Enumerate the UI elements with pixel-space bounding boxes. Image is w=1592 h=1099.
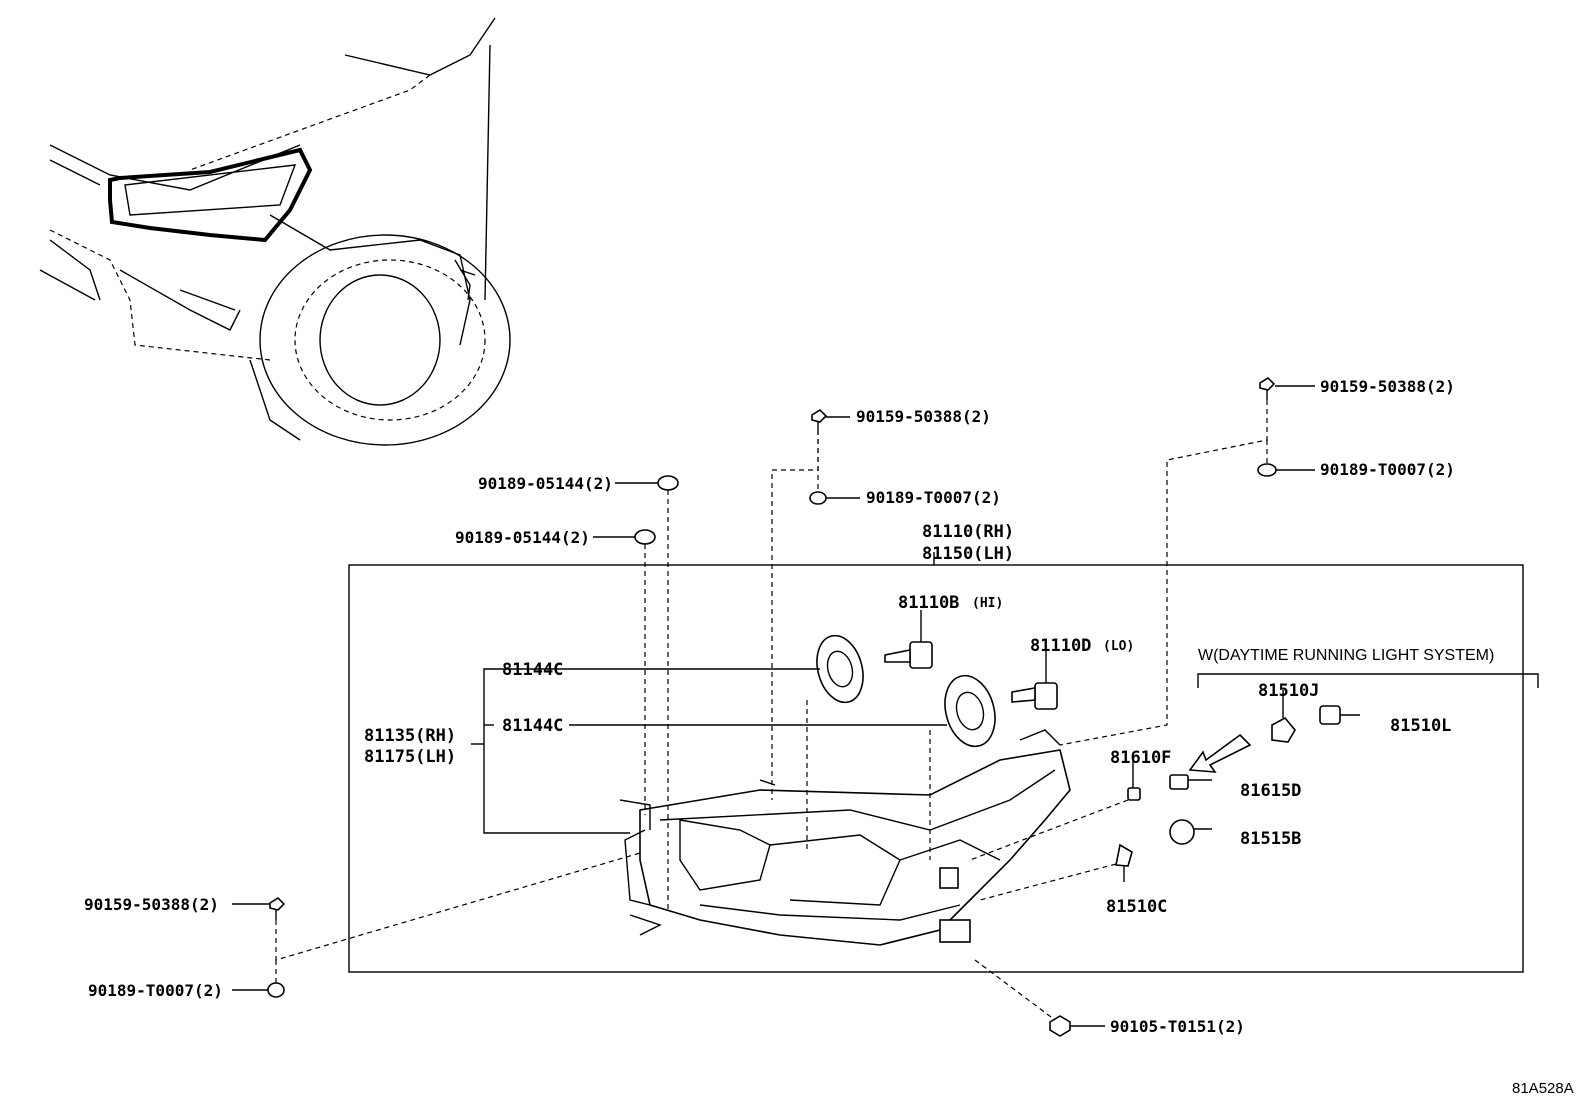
label-81615D: 81615D (1240, 781, 1301, 801)
assembly-dashed-lines (275, 400, 1268, 1021)
label-bolt-bottom: 90105-T0151(2) (1110, 1017, 1245, 1036)
cover-81144C-lower-drawing (944, 674, 996, 748)
label-clip-right-top: 90189-T0007(2) (1320, 460, 1455, 479)
screw-left-bottom-drawing (232, 896, 286, 920)
vehicle-front-illustration (39, 17, 511, 446)
socket-81615D-drawing (1169, 774, 1212, 790)
label-clip-mid-top: 90189-T0007(2) (866, 488, 1001, 507)
label-81110B-number: 81110B (898, 593, 959, 613)
label-81510L: 81510L (1390, 716, 1451, 736)
bulb-81610F-drawing (1127, 760, 1141, 801)
bulb-81110D-lo-drawing (1011, 645, 1058, 710)
label-81110B-suffix: (HI) (972, 596, 1003, 611)
label-drl-note: W(DAYTIME RUNNING LIGHT SYSTEM) (1198, 647, 1494, 664)
clip-left-bottom-drawing (232, 982, 285, 998)
label-81515B: 81515B (1240, 829, 1301, 849)
label-nut-left-upper: 90189-05144(2) (478, 474, 613, 493)
label-81110D-number: 81110D (1030, 636, 1091, 656)
label-81510C: 81510C (1106, 897, 1167, 917)
screw-right-top-drawing (1259, 376, 1315, 400)
socket-81510L-drawing (1319, 705, 1360, 725)
socket-81515B-drawing (1169, 819, 1212, 845)
label-81110D-suffix: (LO) (1103, 639, 1134, 654)
bulb-81110B-hi-drawing (884, 610, 933, 669)
bulb-81510C-drawing (1115, 843, 1133, 882)
nut-left-lower-drawing (593, 529, 656, 545)
bolt-bottom-drawing (1049, 1015, 1105, 1037)
label-81610F: 81610F (1110, 748, 1171, 768)
screw-mid-top-drawing (811, 408, 850, 430)
label-assy-lh: 81150(LH) (922, 544, 1014, 564)
clip-right-top-drawing (1257, 463, 1315, 477)
clip-mid-top-drawing (809, 491, 860, 505)
cover-81144C-upper-drawing (816, 634, 864, 704)
bulb-81510J-drawing (1271, 690, 1296, 743)
label-81144C-lower: 81144C (502, 716, 563, 736)
label-housing-lh: 81175(LH) (364, 747, 456, 767)
arrow-drl-direction (1188, 733, 1252, 773)
label-clip-left-bottom: 90189-T0007(2) (88, 981, 223, 1000)
label-81510J: 81510J (1258, 681, 1319, 701)
label-81144C-upper: 81144C (502, 660, 563, 680)
diagram-code: 81A528A (1512, 1080, 1574, 1097)
label-nut-left-lower: 90189-05144(2) (455, 528, 590, 547)
headlamp-housing-drawing (619, 729, 1071, 946)
label-housing-rh: 81135(RH) (364, 726, 456, 746)
label-screw-right-top: 90159-50388(2) (1320, 377, 1455, 396)
leader-lines (471, 668, 1539, 834)
label-screw-mid-top: 90159-50388(2) (856, 407, 991, 426)
label-screw-left-bottom: 90159-50388(2) (84, 895, 219, 914)
label-assy-rh: 81110(RH) (922, 522, 1014, 542)
nut-left-upper-drawing (615, 475, 679, 491)
assembly-boundary-box (348, 564, 1524, 973)
